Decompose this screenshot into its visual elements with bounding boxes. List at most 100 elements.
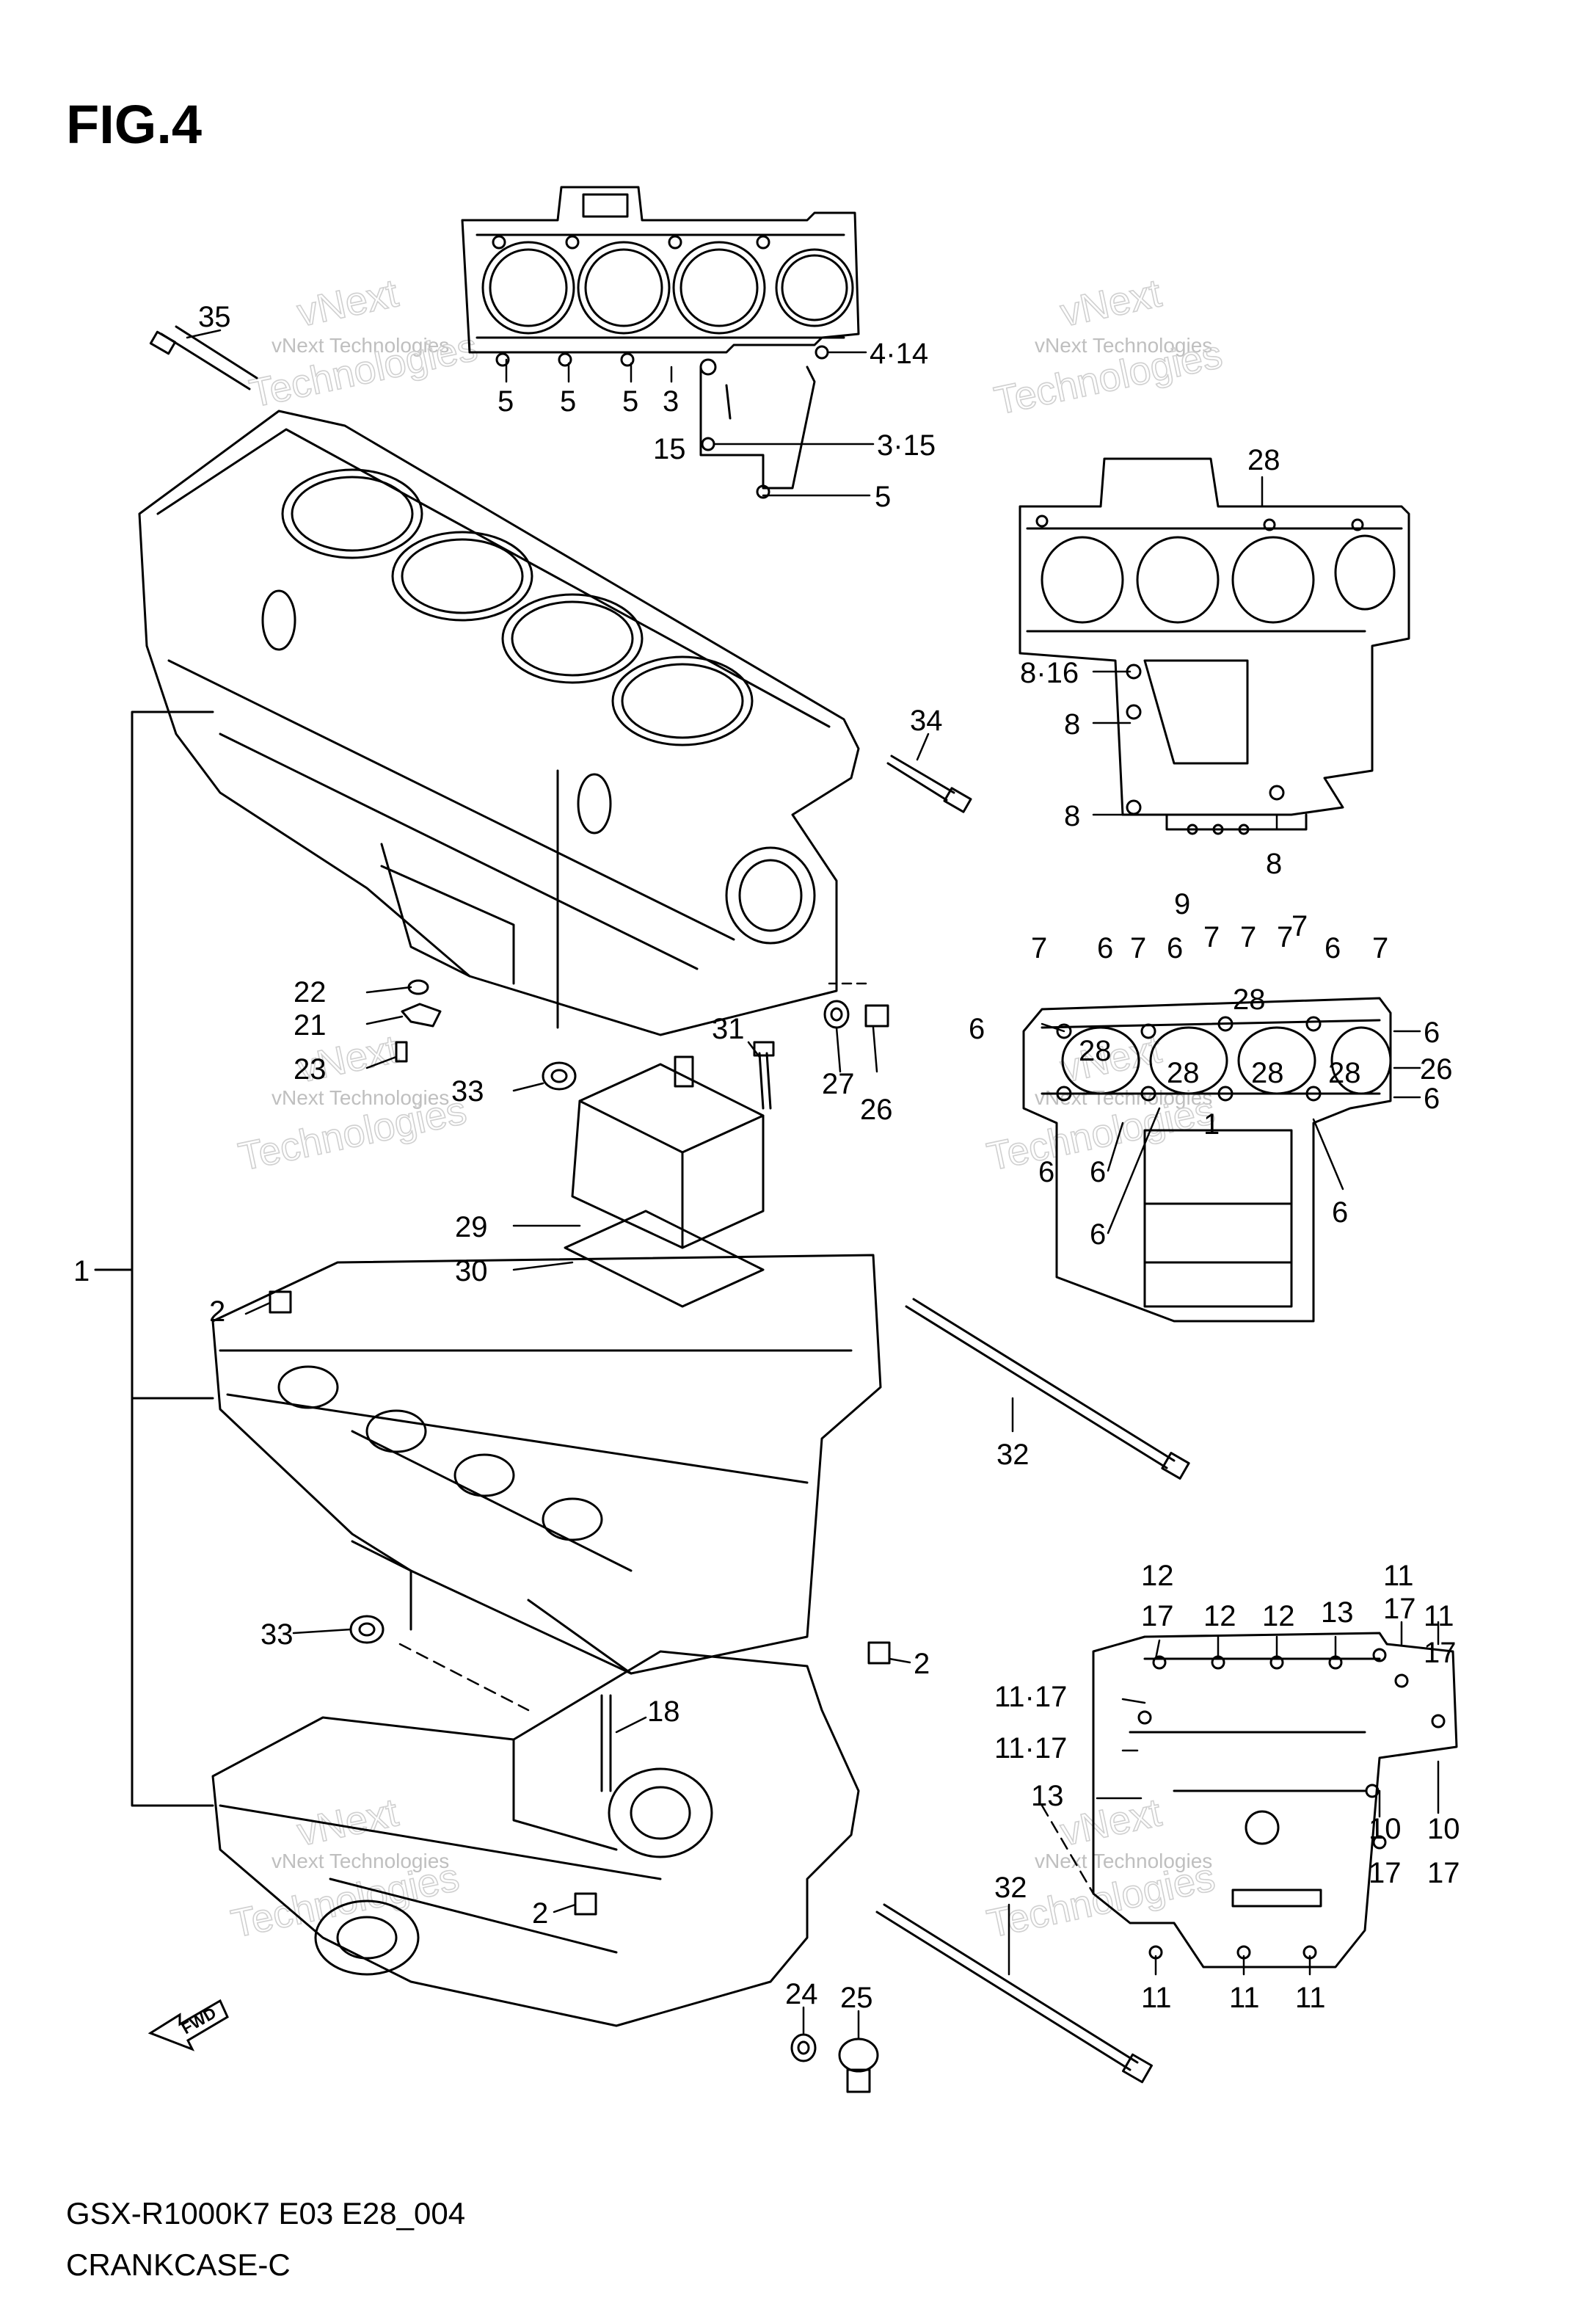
watermark-text: vNext Technologies	[1035, 1850, 1212, 1872]
callout-33: 33	[260, 1618, 294, 1651]
callout-6: 6	[1332, 1196, 1348, 1229]
callout-5: 5	[622, 385, 638, 418]
callout-11: 11	[1229, 1982, 1260, 2014]
callout-17: 17	[1424, 1637, 1457, 1669]
nut-33	[349, 1061, 577, 1644]
callout-labels-right-middle: 9 7 6 7 6 7 7 7 7 6 7 6 28 28 28 28 28 6…	[969, 888, 1453, 1251]
callout-27: 27	[822, 1068, 855, 1100]
callout-11: 11	[1424, 1600, 1454, 1632]
oil-cover	[571, 1055, 765, 1249]
callout-12: 12	[1141, 1560, 1174, 1592]
callout-11-17: 11·17	[994, 1681, 1067, 1713]
callout-6: 6	[1167, 932, 1183, 964]
callout-8: 8	[1266, 848, 1282, 880]
watermark-text: vNext Technologies	[272, 1850, 449, 1872]
callout-5: 5	[560, 385, 576, 418]
callout-1: 1	[1203, 1108, 1220, 1141]
callout-31: 31	[712, 1013, 745, 1045]
callout-30: 30	[455, 1255, 488, 1287]
stud-32-upper	[905, 1298, 1190, 1480]
callout-6: 6	[1038, 1156, 1054, 1188]
callout-6: 6	[1090, 1218, 1106, 1251]
lower-crankcase	[211, 1254, 882, 1675]
model-code: GSX-R1000K7 E03 E28_004	[66, 2196, 465, 2231]
callout-28: 28	[1233, 984, 1266, 1016]
callout-7: 7	[1291, 910, 1308, 942]
lower-crankcase-bottom-view	[1092, 1632, 1458, 1969]
callout-34: 34	[910, 705, 943, 737]
callout-6: 6	[1097, 932, 1113, 964]
callout-labels-right-bottom: 12 17 12 12 13 11 17 11 17 11·17 11·17 1…	[994, 1560, 1460, 2014]
callout-35: 35	[198, 301, 231, 333]
callout-7: 7	[1372, 932, 1388, 964]
stud-18	[600, 1694, 612, 1792]
callout-8: 8	[1064, 800, 1080, 832]
callout-labels: 1 35 4·14 5 5 5 3 15 3·15 5 34 22 21 23 …	[73, 301, 1030, 2014]
callout-6: 6	[969, 1013, 985, 1045]
watermark-big: vNext	[294, 271, 402, 335]
callout-5: 5	[875, 481, 891, 513]
callout-3: 3	[663, 385, 679, 418]
watermark-text: vNext Technologies	[272, 334, 449, 357]
bolt-31	[753, 1041, 775, 1110]
upper-crankcase-bottom-view	[1019, 457, 1410, 835]
watermark-big: vNext	[1057, 1790, 1165, 1854]
callout-18: 18	[647, 1695, 680, 1728]
callout-12: 12	[1203, 1600, 1236, 1632]
callout-7: 7	[1130, 932, 1146, 964]
watermark-big: vNext	[294, 1790, 402, 1854]
section-name: CRANKCASE-C	[66, 2247, 291, 2282]
callout-24: 24	[785, 1978, 818, 2010]
callout-17: 17	[1369, 1857, 1402, 1889]
watermark-big: vNext	[1057, 271, 1165, 335]
callout-28: 28	[1251, 1057, 1284, 1089]
assembly-bracket-1	[94, 710, 214, 1807]
callout-5: 5	[498, 385, 514, 418]
callout-12: 12	[1262, 1600, 1295, 1632]
lower-crankcase-top-view	[1022, 997, 1392, 1323]
watermark-text: vNext Technologies	[1035, 334, 1212, 357]
callout-6: 6	[1424, 1083, 1440, 1115]
upper-crankcase	[138, 410, 860, 1036]
callout-8-16: 8·16	[1020, 657, 1079, 689]
callout-17: 17	[1427, 1857, 1460, 1889]
callout-2: 2	[532, 1897, 548, 1930]
callout-2: 2	[914, 1648, 930, 1680]
callout-26: 26	[1420, 1053, 1453, 1086]
callout-33: 33	[451, 1075, 484, 1108]
callout-3-15: 3·15	[877, 429, 936, 462]
callout-25: 25	[840, 1982, 873, 2014]
callout-22: 22	[294, 976, 327, 1008]
callout-2: 2	[209, 1295, 225, 1328]
callout-29: 29	[455, 1211, 488, 1243]
callout-28: 28	[1079, 1035, 1112, 1067]
callout-11-17: 11·17	[994, 1732, 1067, 1764]
callout-28: 28	[1167, 1057, 1200, 1089]
callout-10: 10	[1427, 1813, 1460, 1845]
callout-13: 13	[1031, 1780, 1064, 1812]
callout-17: 17	[1141, 1600, 1174, 1632]
bolt-35	[149, 325, 258, 390]
callout-9: 9	[1174, 888, 1190, 920]
callout-1: 1	[73, 1255, 90, 1287]
fwd-arrow: FWD	[147, 1999, 229, 2051]
watermarks: vNext Technologies vNext Technologies vN…	[227, 271, 1226, 1947]
callout-8: 8	[1064, 708, 1080, 741]
callout-17: 17	[1383, 1593, 1416, 1625]
bolt-34	[886, 755, 972, 813]
callout-7: 7	[1240, 921, 1256, 953]
crankcase-bottom	[211, 1650, 860, 2027]
callout-11: 11	[1295, 1982, 1326, 2014]
callout-15: 15	[653, 433, 686, 465]
callout-6: 6	[1090, 1156, 1106, 1188]
figure-title: FIG.4	[66, 94, 202, 155]
callout-32: 32	[996, 1439, 1030, 1471]
callout-6: 6	[1424, 1017, 1440, 1049]
callout-labels-right-top: 28 8·16 8 8 8	[1020, 444, 1282, 880]
callout-7: 7	[1203, 921, 1220, 953]
callout-23: 23	[294, 1053, 327, 1086]
oil-cover-gasket	[564, 1210, 765, 1308]
callout-11: 11	[1141, 1982, 1172, 2014]
watermark-text: vNext Technologies	[1035, 1086, 1212, 1109]
